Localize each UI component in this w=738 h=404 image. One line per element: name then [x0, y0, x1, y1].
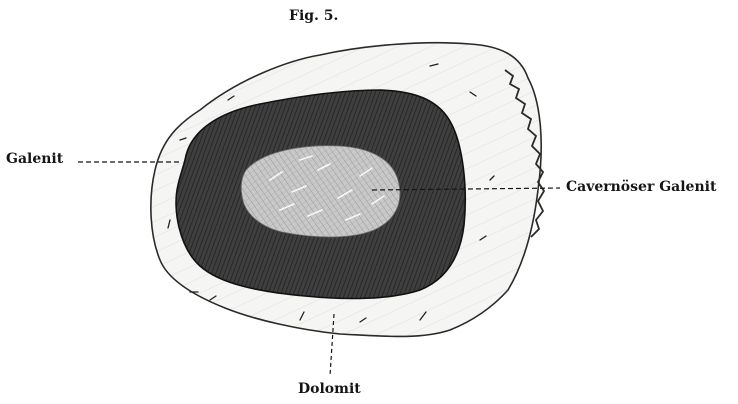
figure-title: Fig. 5. — [289, 8, 338, 24]
cavernous-galena-zone — [241, 146, 400, 237]
label-dolomit: Dolomit — [298, 381, 361, 397]
label-galenit: Galenit — [6, 151, 63, 167]
label-cavernous-galenit: Cavernöser Galenit — [566, 179, 716, 195]
